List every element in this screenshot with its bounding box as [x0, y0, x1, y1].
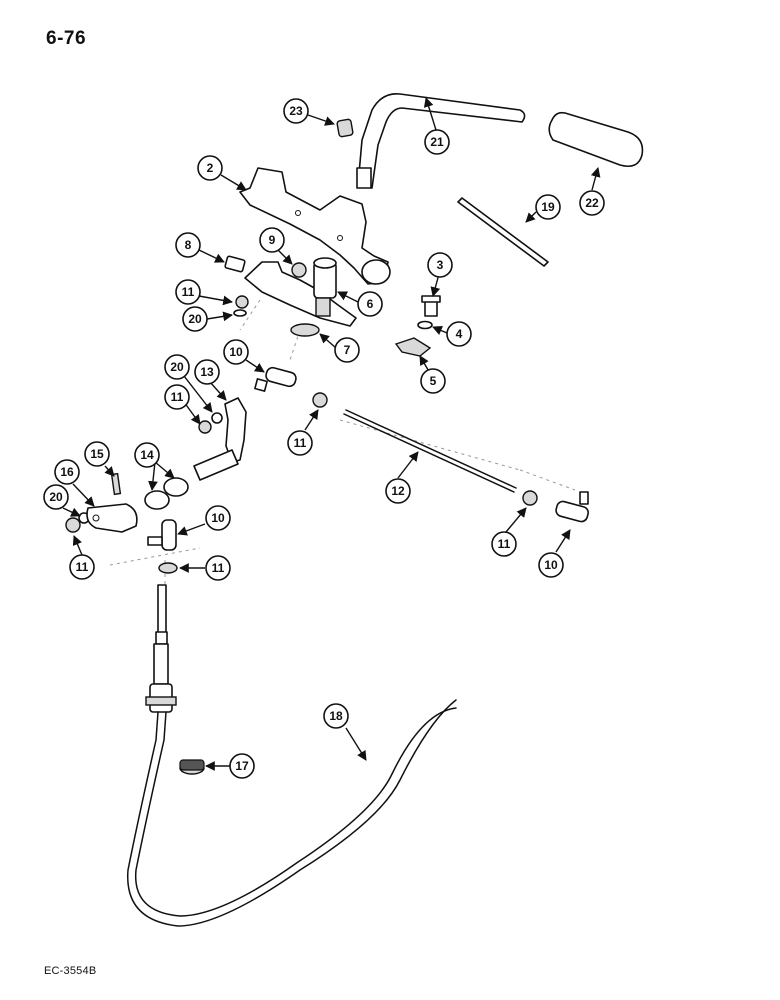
part-22-lever-knob	[548, 111, 644, 168]
callout-5: 5	[420, 368, 446, 394]
svg-text:20: 20	[188, 312, 202, 326]
callout-15: 15	[84, 441, 110, 467]
part-2-lever-bracket	[239, 167, 391, 285]
svg-text:2: 2	[207, 161, 214, 175]
part-11-nuts	[65, 295, 538, 574]
callout-14: 14	[134, 442, 160, 468]
callout-23: 23	[283, 98, 309, 124]
svg-text:20: 20	[49, 490, 63, 504]
svg-text:4: 4	[456, 327, 463, 341]
callout-4: 4	[446, 321, 472, 347]
callout-2: 2	[197, 155, 223, 181]
svg-text:10: 10	[544, 558, 558, 572]
svg-text:23: 23	[289, 104, 303, 118]
part-7-washer	[290, 323, 320, 337]
svg-text:10: 10	[211, 511, 225, 525]
figure-reference-code: EC-3554B	[44, 965, 97, 977]
callout-20: 20	[164, 354, 190, 380]
callout-13: 13	[194, 359, 220, 385]
svg-text:19: 19	[541, 200, 555, 214]
part-5-clamp	[394, 337, 432, 357]
callout-10: 10	[538, 552, 564, 578]
svg-text:11: 11	[171, 390, 184, 404]
assembly-guide-lines	[109, 299, 576, 590]
callout-11: 11	[164, 384, 190, 410]
svg-text:15: 15	[90, 447, 104, 461]
part-12-rod	[343, 409, 517, 493]
part-6-housing	[244, 257, 357, 327]
svg-text:12: 12	[391, 484, 405, 498]
svg-text:16: 16	[60, 465, 74, 479]
svg-text:17: 17	[235, 759, 249, 773]
svg-text:10: 10	[229, 345, 243, 359]
part-15-pin	[110, 472, 122, 496]
part-18-cable	[127, 584, 457, 927]
callout-7: 7	[334, 337, 360, 363]
callout-17: 17	[229, 753, 255, 779]
callout-3: 3	[427, 252, 453, 278]
callout-10: 10	[223, 339, 249, 365]
callout-18: 18	[323, 703, 349, 729]
part-9-nut	[291, 262, 307, 278]
svg-text:20: 20	[170, 360, 184, 374]
svg-text:14: 14	[140, 448, 154, 462]
svg-text:8: 8	[185, 238, 192, 252]
svg-text:3: 3	[437, 258, 444, 272]
callout-20: 20	[182, 306, 208, 332]
svg-text:9: 9	[269, 233, 276, 247]
callout-11: 11	[205, 555, 231, 581]
svg-text:18: 18	[329, 709, 343, 723]
callout-6: 6	[357, 291, 383, 317]
callout-11: 11	[175, 279, 201, 305]
svg-text:6: 6	[367, 297, 374, 311]
callout-9: 9	[259, 227, 285, 253]
callout-19: 19	[535, 194, 561, 220]
svg-text:13: 13	[200, 365, 214, 379]
svg-text:11: 11	[76, 560, 89, 574]
callout-20: 20	[43, 484, 69, 510]
callout-10: 10	[205, 505, 231, 531]
part-10-ball-joints	[147, 366, 589, 551]
callout-8: 8	[175, 232, 201, 258]
part-17-grommet	[179, 759, 205, 775]
part-4-washer	[417, 320, 433, 330]
callout-11: 11	[69, 554, 95, 580]
part-14-bushings	[144, 477, 189, 510]
callout-11: 11	[491, 531, 517, 557]
leader-lines	[62, 97, 601, 771]
part-8-bolt	[224, 255, 246, 273]
part-13-lever-arm	[193, 397, 247, 481]
part-20-washers	[78, 309, 247, 524]
svg-text:11: 11	[498, 537, 511, 551]
callout-11: 11	[287, 430, 313, 456]
svg-text:7: 7	[344, 343, 351, 357]
svg-text:5: 5	[430, 374, 437, 388]
svg-text:11: 11	[182, 285, 195, 299]
svg-text:22: 22	[585, 196, 599, 210]
part-16-yoke	[86, 503, 138, 533]
part-3-bolt	[421, 295, 441, 317]
callout-21: 21	[424, 129, 450, 155]
part-23-bushing	[336, 118, 354, 138]
part-19-plate	[457, 197, 549, 267]
callout-16: 16	[54, 459, 80, 485]
svg-text:11: 11	[294, 436, 307, 450]
callout-22: 22	[579, 190, 605, 216]
callout-12: 12	[385, 478, 411, 504]
part-21-shift-lever	[356, 93, 526, 189]
svg-text:21: 21	[430, 135, 444, 149]
page-number: 6-76	[46, 28, 87, 49]
svg-text:11: 11	[212, 561, 225, 575]
